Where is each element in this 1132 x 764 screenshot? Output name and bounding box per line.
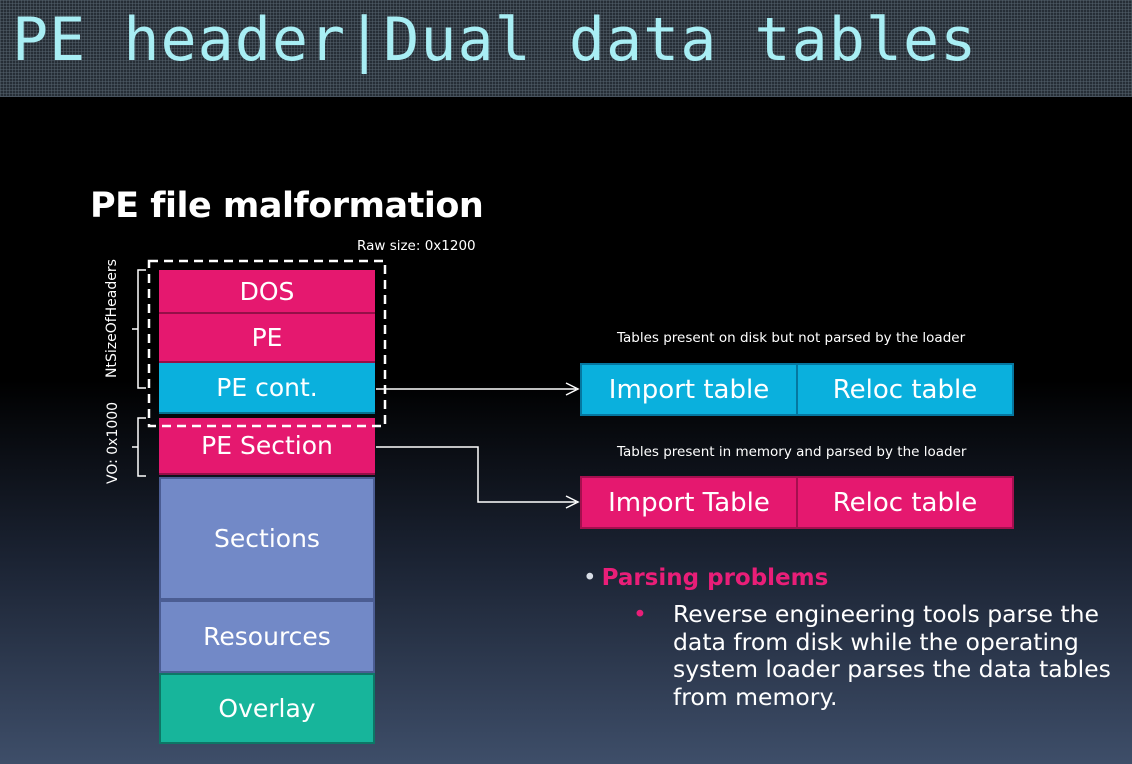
- disk-reloc-table: Reloc table: [796, 365, 1012, 414]
- parsing-problems-heading: Parsing problems: [601, 565, 829, 591]
- pe-section-block: PE Section: [159, 418, 375, 475]
- raw-size-label: Raw size: 0x1200: [357, 238, 476, 254]
- disk-tables-caption: Tables present on disk but not parsed by…: [617, 330, 966, 346]
- memory-reloc-table: Reloc table: [796, 478, 1012, 527]
- header-region-dashed-box: [147, 259, 387, 428]
- parsing-problems-detail: Reverse engineering tools parse the data…: [673, 600, 1111, 711]
- pe-section-arrowhead: [565, 495, 580, 509]
- slide-title: PE header|Dual data tables: [12, 5, 978, 75]
- pe-cont-arrowhead: [565, 382, 580, 396]
- title-bar: PE header|Dual data tables: [0, 0, 1132, 97]
- overlay-block: Overlay: [159, 673, 375, 744]
- dos-block: DOS: [159, 270, 375, 314]
- disk-tables-row: Import table Reloc table: [580, 363, 1014, 416]
- memory-tables-caption: Tables present in memory and parsed by t…: [617, 444, 967, 460]
- headers-bracket: [132, 269, 146, 389]
- resources-block: Resources: [159, 600, 375, 673]
- sub-bullet-dot: •: [633, 600, 647, 628]
- parsing-problems-bullet: •Parsing problems: [583, 565, 828, 591]
- vo-bracket: [132, 417, 146, 477]
- slide-subtitle: PE file malformation: [90, 186, 484, 226]
- disk-import-table: Import table: [608, 374, 770, 405]
- memory-import-table: Import Table: [608, 487, 770, 518]
- pe-block: PE: [159, 314, 375, 363]
- pe-section-arrow-line: [376, 446, 576, 503]
- pe-cont-block: PE cont.: [159, 363, 375, 414]
- sections-block: Sections: [159, 477, 375, 600]
- bullet-dot: •: [583, 565, 597, 591]
- memory-tables-row: Import Table Reloc table: [580, 476, 1014, 529]
